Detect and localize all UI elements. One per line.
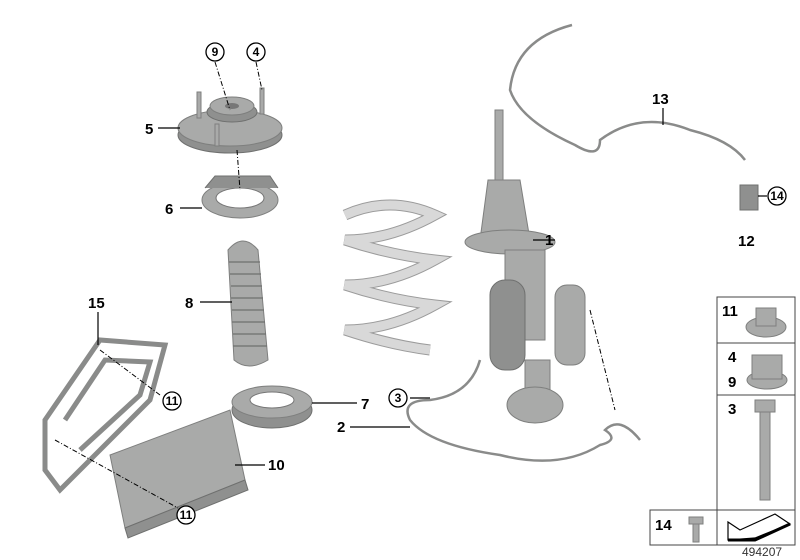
legend-9: 9 (728, 374, 736, 391)
callout-9: 9 (212, 45, 219, 59)
fastener-legend-panel: 11 4 9 3 14 494207 (649, 296, 796, 559)
reference-number: 494207 (742, 545, 782, 559)
callout-13: 13 (652, 91, 669, 108)
callout-2: 2 (337, 419, 345, 436)
callout-1: 1 (545, 232, 553, 249)
lower-spring-pad-part[interactable] (231, 385, 313, 429)
callout-11-bottom: 11 (180, 508, 193, 522)
shock-absorber-part[interactable] (464, 109, 586, 424)
callout-10: 10 (268, 457, 285, 474)
callout-6: 6 (165, 201, 173, 218)
callout-4: 4 (253, 45, 260, 59)
top-mount-part[interactable] (177, 87, 283, 154)
callout-12: 12 (738, 233, 755, 250)
callout-8: 8 (185, 295, 193, 312)
callout-15: 15 (88, 295, 105, 312)
callout-3: 3 (395, 391, 402, 405)
legend-11: 11 (722, 303, 738, 320)
sensor-12-part[interactable] (739, 184, 759, 211)
bracket-part[interactable] (42, 337, 169, 494)
callout-14: 14 (770, 189, 784, 203)
sensor-cable-2[interactable] (406, 359, 641, 462)
direction-arrow-icon (727, 513, 792, 541)
legend-4: 4 (728, 349, 737, 366)
callout-5: 5 (145, 121, 153, 138)
coil-spring-part[interactable] (342, 199, 453, 356)
sensor-cable-13[interactable] (508, 23, 746, 161)
callout-11-top: 11 (166, 394, 179, 408)
legend-3: 3 (728, 401, 736, 418)
spring-pad-part[interactable] (201, 175, 279, 219)
callout-7: 7 (361, 396, 369, 413)
legend-14: 14 (655, 517, 672, 534)
dust-boot-part[interactable] (227, 240, 269, 367)
